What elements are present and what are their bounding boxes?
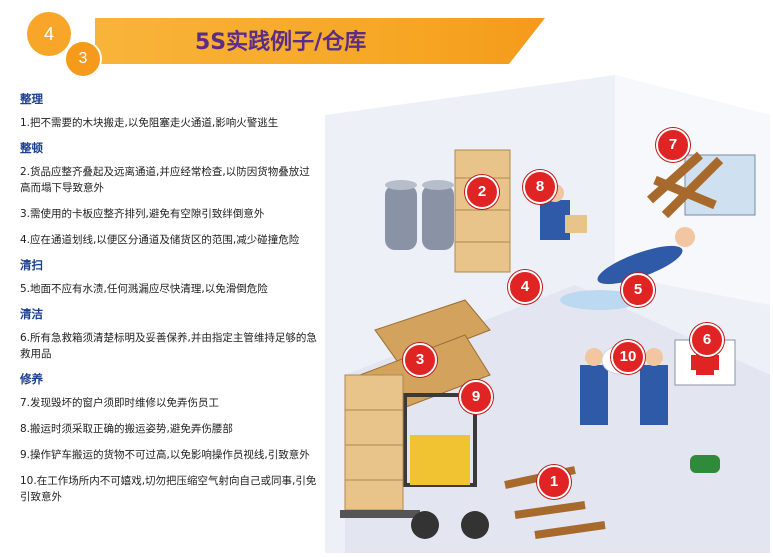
list-item: 3.需使用的卡板应整齐排列,避免有空隙引致绊倒意外 bbox=[20, 208, 265, 220]
marker-3: 3 bbox=[403, 343, 437, 377]
marker-2: 2 bbox=[465, 175, 499, 209]
list-item: 5.地面不应有水渍,任何溅漏应尽快清理,以免滑倒危险 bbox=[20, 283, 268, 295]
section-heading: 修养 bbox=[20, 372, 43, 386]
list-item: 2.货品应整齐叠起及远离通道,并应经常检查,以防因货物叠放过高而塌下导致意外 bbox=[20, 166, 310, 194]
list-item: 9.操作铲车搬运的货物不可过高,以免影响操作员视线,引致意外 bbox=[20, 449, 310, 461]
list-item: 4.应在通道划线,以便区分通道及储货区的范围,减少碰撞危险 bbox=[20, 234, 300, 246]
header: 4 3 5S实践例子/仓库 bbox=[0, 0, 773, 80]
marker-7: 7 bbox=[656, 128, 690, 162]
section-badge-large: 4 bbox=[27, 12, 71, 56]
marker-1: 1 bbox=[537, 465, 571, 499]
marker-8: 8 bbox=[523, 170, 557, 204]
section-badge-small: 3 bbox=[64, 40, 102, 78]
page-title: 5S实践例子/仓库 bbox=[195, 30, 367, 55]
list-item: 1.把不需要的木块搬走,以免阻塞走火通道,影响火警逃生 bbox=[20, 117, 279, 129]
marker-9: 9 bbox=[459, 380, 493, 414]
section-heading: 整理 bbox=[20, 92, 43, 106]
section-heading: 清扫 bbox=[20, 258, 43, 272]
marker-5: 5 bbox=[621, 273, 655, 307]
section-heading: 整顿 bbox=[20, 141, 43, 155]
marker-6: 6 bbox=[690, 323, 724, 357]
list-item: 6.所有急救箱须清楚标明及妥善保养,并由指定主管维持足够的急救用品 bbox=[20, 332, 317, 360]
warehouse-scene-graphic bbox=[325, 75, 770, 553]
section-heading: 清洁 bbox=[20, 307, 43, 321]
title-bar bbox=[95, 18, 545, 64]
list-item: 10.在工作场所内不可嬉戏,切勿把压缩空气射向自己或同事,引免引致意外 bbox=[20, 475, 317, 503]
marker-4: 4 bbox=[508, 270, 542, 304]
practice-list: 整理 1.把不需要的木块搬走,以免阻塞走火通道,影响火警逃生 整顿 2.货品应整… bbox=[20, 92, 320, 515]
list-item: 8.搬运时须采取正确的搬运姿势,避免弄伤腰部 bbox=[20, 423, 233, 435]
list-item: 7.发现毁坏的窗户须即时维修以免弄伤员工 bbox=[20, 397, 220, 409]
warehouse-illustration: 1 2 3 4 5 6 7 8 9 10 bbox=[315, 75, 770, 553]
marker-10: 10 bbox=[611, 340, 645, 374]
